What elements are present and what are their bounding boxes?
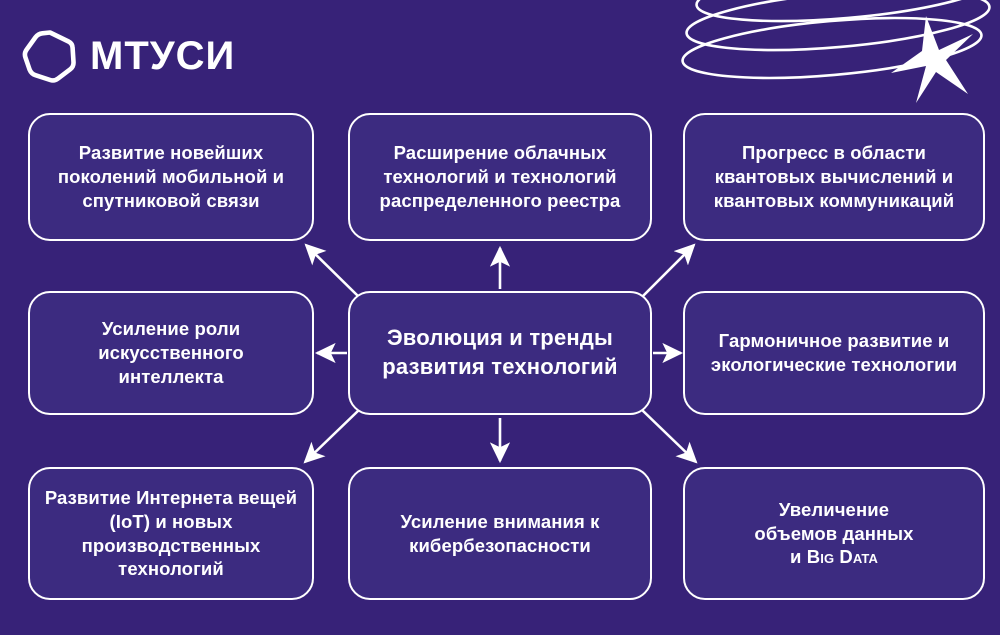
node-cloud-dlt[interactable]: Расширение облачных технологий и техноло… — [348, 113, 652, 241]
node-hub-center[interactable]: Эволюция и тренды развития технологий — [348, 291, 652, 415]
arrow-hub-to-iot — [303, 408, 361, 464]
arrow-hub-to-quantum — [640, 243, 696, 299]
node-label: Гармоничное развитие и экологические тех… — [710, 330, 958, 375]
node-label: Усиление внимания к кибербезопасности — [400, 510, 600, 556]
brand-logo: МТУСИ — [22, 28, 235, 84]
hub-label: Эволюция и тренды развития технологий — [382, 325, 618, 379]
big-data-line-2: объемов данных — [754, 522, 914, 544]
arrow-hub-to-mobile-satellite — [304, 243, 361, 299]
node-ai[interactable]: Усиление роли искусственного интеллекта — [28, 291, 314, 415]
arrow-hub-to-big-data — [640, 408, 698, 464]
star-sparkle-icon — [891, 16, 973, 103]
node-label: Увеличение объемов данных и Big Data — [754, 498, 913, 569]
big-data-line-1: Увеличение — [778, 498, 890, 520]
node-iot[interactable]: Развитие Интернета вещей (IoT) и новых п… — [28, 467, 314, 600]
node-quantum[interactable]: Прогресс в области квантовых вычислений … — [683, 113, 985, 241]
big-data-line-3-prefix: и — [790, 546, 807, 568]
node-label: Усиление роли искусственного интеллекта — [98, 318, 244, 387]
brand-name: МТУСИ — [90, 34, 236, 78]
node-mobile-satellite[interactable]: Развитие новейших поколений мобильной и … — [28, 113, 314, 241]
spiral-decoration-icon — [681, 0, 997, 103]
node-label: Расширение облачных технологий и техноло… — [379, 142, 621, 211]
node-green-tech[interactable]: Гармоничное развитие и экологические тех… — [683, 291, 985, 415]
big-data-term: Big Data — [806, 546, 878, 568]
node-big-data[interactable]: Увеличение объемов данных и Big Data — [683, 467, 985, 600]
heptagon-outline-icon — [22, 30, 76, 83]
node-label: Развитие Интернета вещей (IoT) и новых п… — [44, 487, 298, 580]
node-cybersecurity[interactable]: Усиление внимания к кибербезопасности — [348, 467, 652, 600]
node-label: Прогресс в области квантовых вычислений … — [713, 142, 955, 211]
node-label: Развитие новейших поколений мобильной и … — [57, 142, 285, 211]
